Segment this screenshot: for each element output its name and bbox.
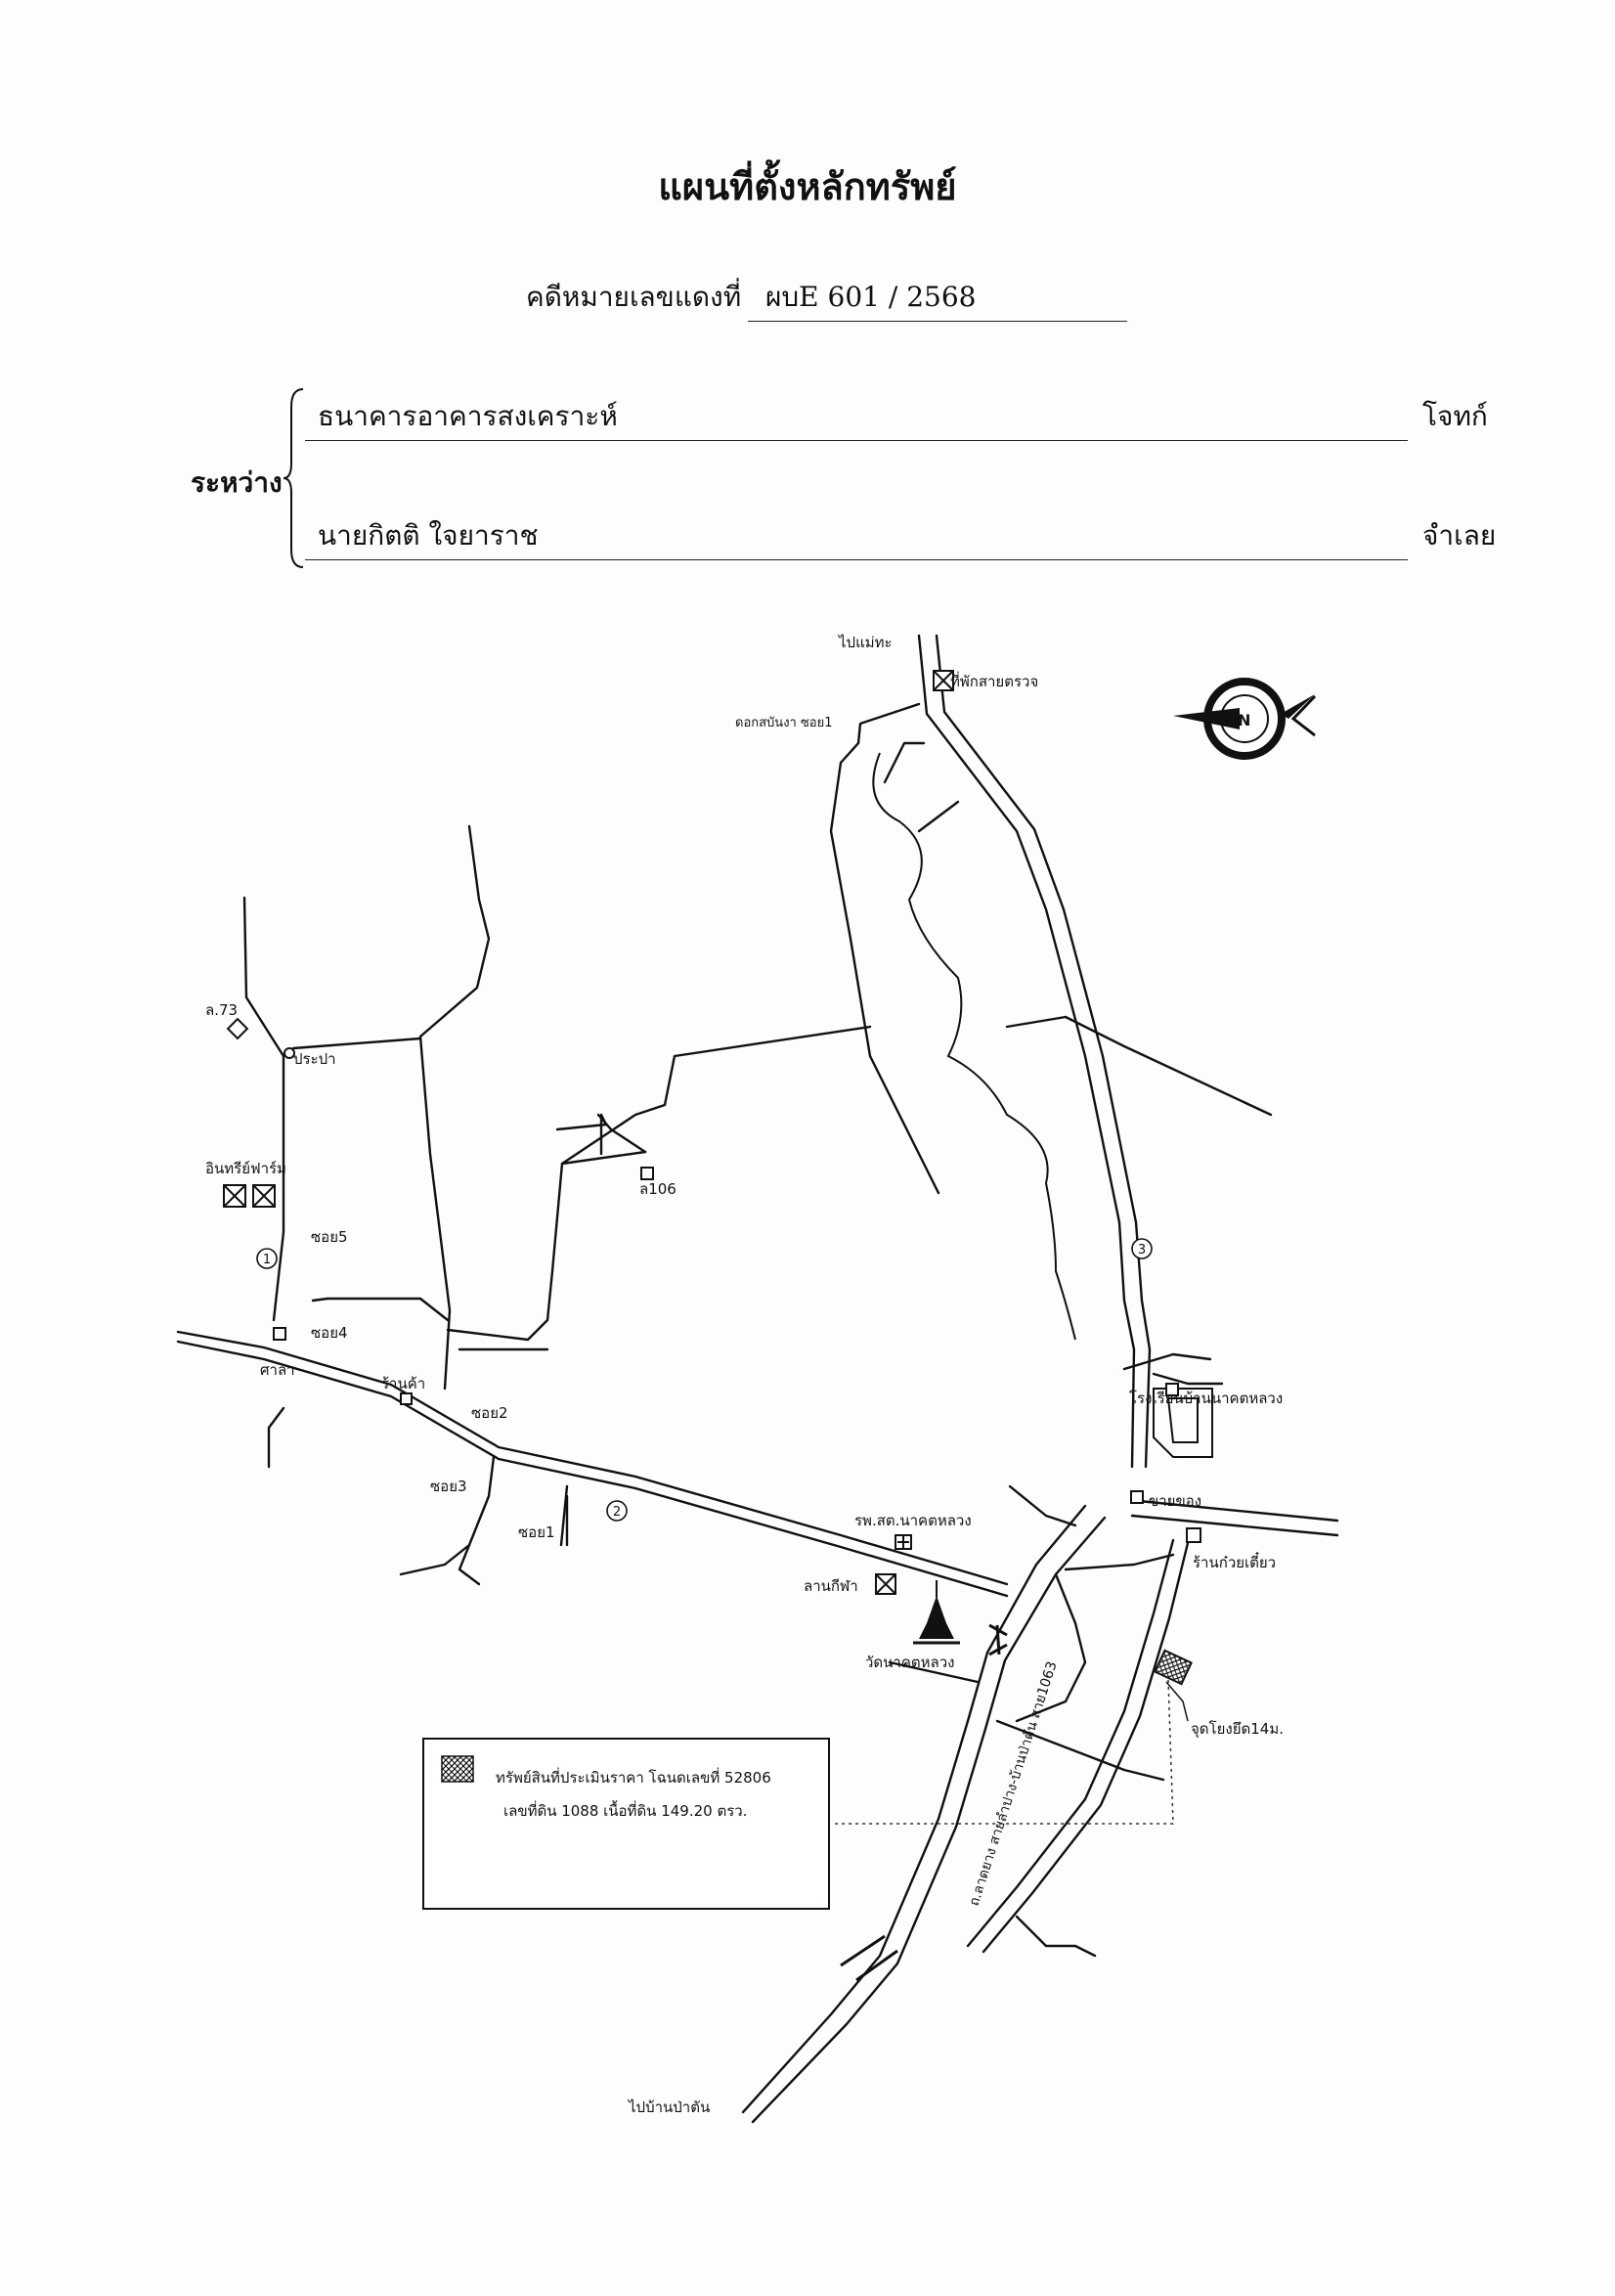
prapa-marker — [284, 1047, 295, 1059]
route-3-circle — [1131, 1238, 1153, 1259]
legend-line-1: ทรัพย์สินที่ประเมินราคา โฉนดเลขที่ 52806 — [496, 1767, 771, 1787]
shop-marker — [400, 1392, 413, 1405]
noodle-shop-marker — [1186, 1527, 1201, 1543]
sport-field-cross — [875, 1573, 896, 1595]
road-network — [176, 634, 1339, 2124]
route-1-number: 1 — [263, 1253, 271, 1267]
case-number-label: คดีหมายเลขแดงที่ — [526, 281, 742, 313]
label-ref-point: จุดโยงยึด14ม. — [1191, 1720, 1284, 1739]
l106-marker — [640, 1167, 654, 1180]
property-pointer — [1165, 1681, 1189, 1722]
compass-north-label: N — [1238, 711, 1250, 729]
label-sport-field: ลานกีฬา — [804, 1577, 858, 1595]
label-soi2: ซอย2 — [471, 1404, 508, 1422]
l73-marker — [226, 1017, 249, 1040]
route-1-circle — [256, 1248, 278, 1269]
river-line — [872, 752, 1076, 1341]
brace-icon — [283, 388, 304, 568]
label-sala: ศาลา — [260, 1361, 295, 1379]
defendant-role: จำเลย — [1422, 519, 1497, 552]
label-soi1-bottom: ซอย1 — [518, 1523, 555, 1541]
route-2-circle — [606, 1500, 628, 1522]
reference-line — [831, 1679, 1174, 1825]
label-soi3: ซอย3 — [430, 1478, 467, 1495]
label-barber: ขายของ — [1149, 1492, 1201, 1510]
label-temple: วัดนาคตหลวง — [865, 1654, 954, 1671]
plaintiff-name: ธนาคารอาคารสงเคราะห์ — [318, 400, 618, 432]
sala-marker — [273, 1327, 286, 1341]
case-number-underline — [748, 321, 1127, 322]
legend-box — [422, 1738, 830, 1910]
route-2-number: 2 — [613, 1505, 621, 1520]
between-label: ระหว่าง — [191, 466, 283, 499]
legend-line-2: เลขที่ดิน 1088 เนื้อที่ดิน 149.20 ตรว. — [503, 1800, 747, 1820]
label-prapa: ประปา — [293, 1050, 336, 1068]
label-shop: ร้านค้า — [381, 1375, 425, 1392]
label-l106: ล106 — [639, 1180, 677, 1198]
hospital-cross-icon — [897, 1536, 909, 1548]
map-legend: ทรัพย์สินที่ประเมินราคา โฉนดเลขที่ 52806… — [422, 1738, 830, 1910]
label-l73: ล.73 — [205, 1001, 238, 1019]
label-police-box: ที่พักสายตรวจ — [950, 671, 1038, 690]
label-soi5: ซอย5 — [311, 1228, 348, 1246]
case-number-value: ผบE 601 / 2568 — [765, 281, 977, 313]
label-school: โรงเรียนบ้านนาคตหลวง — [1129, 1390, 1283, 1407]
label-noodle-shop: ร้านก๋วยเตี๋ยว — [1193, 1551, 1276, 1571]
defendant-name: นายกิตติ ใจยาราช — [318, 519, 539, 552]
page-title: แผนที่ตั้งหลักทรัพย์ — [658, 164, 957, 208]
label-to-south: ไปบ้านป่าตัน — [628, 2098, 710, 2116]
label-hospital: รพ.สต.นาคตหลวง — [854, 1512, 972, 1529]
label-soi4: ซอย4 — [311, 1324, 348, 1342]
police-box-cross — [933, 670, 954, 691]
compass-icon: N — [1173, 678, 1317, 760]
school-building — [1153, 1383, 1213, 1458]
defendant-underline — [305, 559, 1408, 560]
label-farm: อินทรีย์ฟาร์ม — [205, 1160, 286, 1177]
bridge-icon — [840, 1623, 1008, 1982]
label-soi1-top: ดอกสบันงา ซอย1 — [735, 716, 833, 730]
property-marker — [1154, 1649, 1193, 1686]
plaintiff-underline — [305, 440, 1408, 441]
legend-hatch-swatch — [441, 1755, 474, 1783]
farm-marker-cross — [223, 1184, 276, 1208]
temple-stupa-icon — [913, 1580, 960, 1645]
label-main-road: ถ.ลาดยาง สายลำปาง-บ้านป่าตัน สาย1063 — [967, 1659, 1061, 1908]
route-3-number: 3 — [1138, 1243, 1146, 1258]
barber-marker — [1130, 1490, 1144, 1504]
location-map: N — [176, 634, 1339, 2124]
label-to-north: ไปแม่ทะ — [838, 634, 893, 651]
plaintiff-role: โจทก์ — [1422, 400, 1488, 432]
